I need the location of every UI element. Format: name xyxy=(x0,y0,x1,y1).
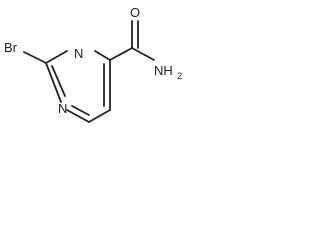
bond-c6-n1-inner xyxy=(71,105,90,116)
bond-n1-c2-inner xyxy=(51,65,66,97)
carbonyl-oxygen-label: O xyxy=(130,5,140,20)
ring-nitrogen-top-label: N xyxy=(74,46,83,61)
bond-c2-n3 xyxy=(45,50,68,64)
amide-hydrogen-count-subscript: 2 xyxy=(177,71,182,81)
chemical-structure: Br N N O NH 2 xyxy=(4,5,182,123)
bromine-label: Br xyxy=(4,40,18,55)
bond-c4-carbonyl xyxy=(109,47,133,61)
bond-c6-n1 xyxy=(66,109,90,123)
bond-n3-c4 xyxy=(94,50,111,61)
ring-nitrogen-left-label: N xyxy=(58,101,67,116)
amide-nitrogen-label: NH xyxy=(154,63,173,78)
bond-br-c2 xyxy=(23,51,47,64)
bond-c5-c6 xyxy=(88,109,111,123)
bond-n1-c2 xyxy=(45,62,62,103)
bond-carbonyl-n xyxy=(131,47,155,61)
